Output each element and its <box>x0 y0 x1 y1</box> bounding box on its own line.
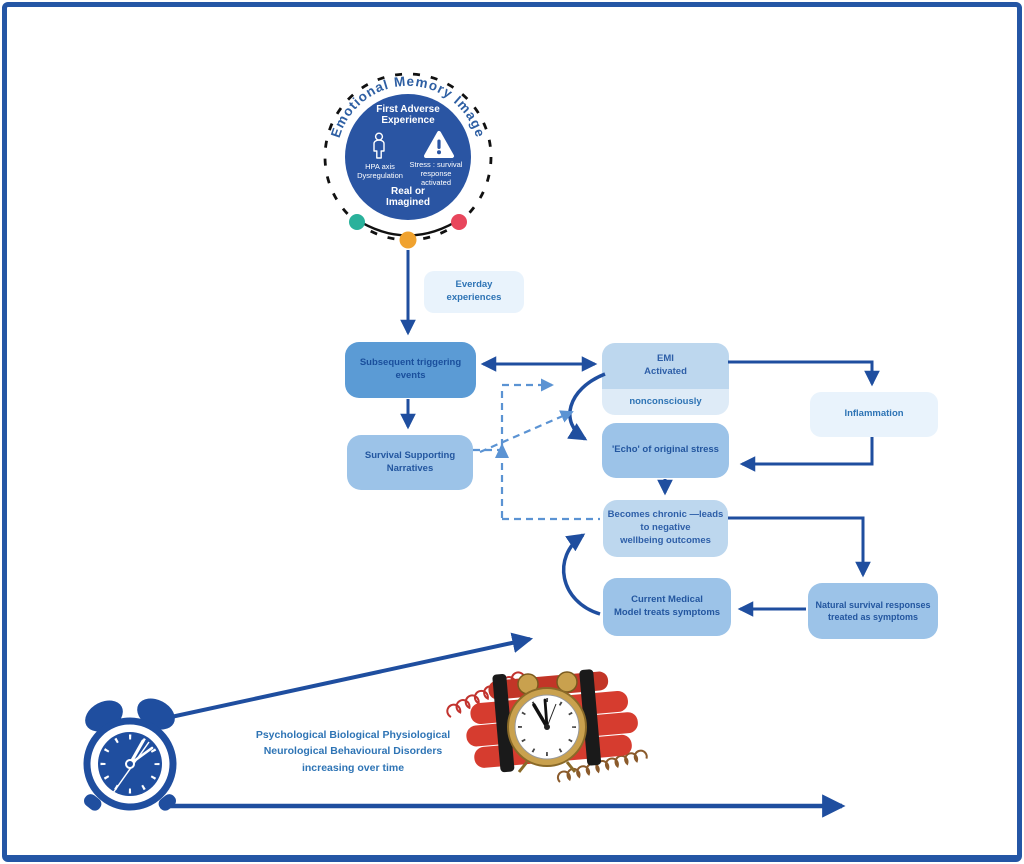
box-survival-supporting-narratives: Survival Supporting Narratives <box>347 435 473 490</box>
first-adverse-heading: First Adverse Experience <box>376 104 440 126</box>
hpa-axis-label: HPA axis Dysregulation <box>357 162 403 180</box>
dashed-feedback-loop <box>473 378 600 521</box>
real-or-imagined-label: Real or Imagined <box>386 186 430 208</box>
warning-triangle-icon <box>424 131 454 158</box>
box-subsequent-triggering-events: Subsequent triggering events <box>345 342 476 398</box>
time-bomb-illustration <box>446 669 648 783</box>
timeline-arrows <box>160 632 846 818</box>
person-icon <box>373 132 385 159</box>
box-everyday-experiences: Everday experiences <box>424 271 524 313</box>
box-echo-of-original-stress: 'Echo' of original stress <box>602 423 729 478</box>
box-emi-activated-group: EMI Activated nonconsciously <box>602 343 729 415</box>
stress-response-label: Stress : survival response activated <box>409 160 463 187</box>
box-nonconsciously: nonconsciously <box>602 389 729 415</box>
box-becomes-chronic: Becomes chronic —leads to negative wellb… <box>603 500 728 557</box>
box-natural-survival-responses: Natural survival responses treated as sy… <box>808 583 938 639</box>
dot-orange <box>399 231 417 249</box>
emi-core-circle: First Adverse Experience HPA axis Dysreg… <box>345 94 471 220</box>
dot-red <box>451 214 467 230</box>
box-current-medical-model: Current Medical Model treats symptoms <box>603 578 731 636</box>
box-emi-activated: EMI Activated <box>602 343 729 389</box>
dashed-up-arrowhead <box>495 443 509 458</box>
dot-green <box>349 214 365 230</box>
box-inflammation: Inflammation <box>810 392 938 437</box>
timeline-caption: Psychological Biological Physiological N… <box>255 729 451 774</box>
alarm-clock-icon <box>83 698 177 811</box>
